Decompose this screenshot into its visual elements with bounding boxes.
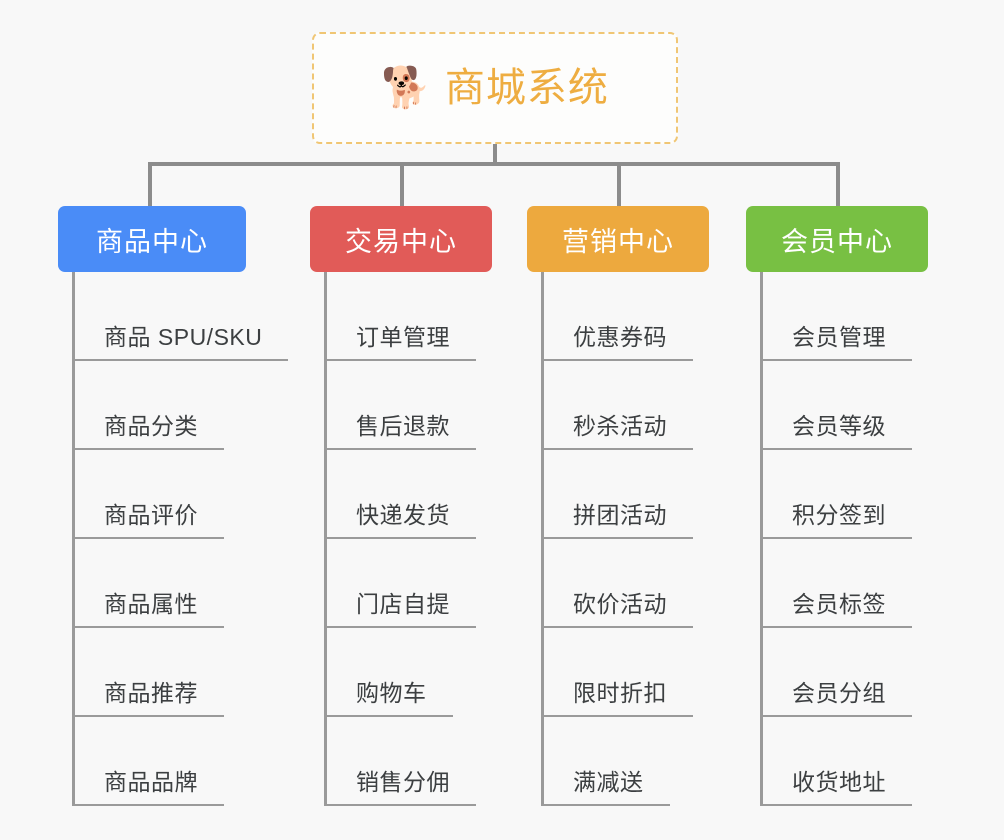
leaf-item[interactable]: 门店自提	[324, 539, 476, 628]
leaf-label: 商品推荐	[104, 680, 198, 706]
column-spine	[760, 272, 763, 806]
leaf-item[interactable]: 订单管理	[324, 272, 476, 361]
leaf-item[interactable]: 商品推荐	[72, 628, 288, 717]
column-spine	[72, 272, 75, 806]
leaf-list-marketing-center: 优惠券码 秒杀活动 拼团活动 砍价活动 限时折扣 满减送	[541, 272, 693, 806]
leaf-item[interactable]: 砍价活动	[541, 539, 693, 628]
leaf-label: 销售分佣	[356, 769, 450, 795]
category-label: 会员中心	[781, 226, 893, 257]
leaf-label: 购物车	[356, 680, 427, 706]
leaf-item[interactable]: 会员管理	[760, 272, 912, 361]
leaf-item[interactable]: 会员标签	[760, 539, 912, 628]
leaf-label: 会员等级	[792, 413, 886, 439]
leaf-item[interactable]: 购物车	[324, 628, 476, 717]
leaf-item[interactable]: 销售分佣	[324, 717, 476, 806]
leaf-item[interactable]: 商品品牌	[72, 717, 288, 806]
leaf-label: 订单管理	[356, 324, 450, 350]
leaf-item[interactable]: 售后退款	[324, 361, 476, 450]
leaf-label: 商品品牌	[104, 769, 198, 795]
category-box-member-center[interactable]: 会员中心	[746, 206, 928, 272]
leaf-label: 快递发货	[356, 502, 450, 528]
category-box-product-center[interactable]: 商品中心	[58, 206, 246, 272]
branch-drop-connector-3	[617, 162, 621, 208]
leaf-label: 积分签到	[792, 502, 886, 528]
leaf-item[interactable]: 积分签到	[760, 450, 912, 539]
category-label: 营销中心	[562, 226, 674, 257]
leaf-label: 会员管理	[792, 324, 886, 350]
leaf-list-trade-center: 订单管理 售后退款 快递发货 门店自提 购物车 销售分佣	[324, 272, 476, 806]
leaf-label: 满减送	[573, 769, 644, 795]
leaf-item[interactable]: 商品 SPU/SKU	[72, 272, 289, 361]
branch-product-center: 商品中心 商品 SPU/SKU 商品分类 商品评价 商品属性 商品推荐 商品品牌	[58, 206, 289, 806]
leaf-label: 商品属性	[104, 591, 198, 617]
branch-marketing-center: 营销中心 优惠券码 秒杀活动 拼团活动 砍价活动 限时折扣 满减送	[527, 206, 709, 806]
leaf-label: 商品 SPU/SKU	[104, 324, 263, 350]
branch-member-center: 会员中心 会员管理 会员等级 积分签到 会员标签 会员分组 收货地址	[746, 206, 928, 806]
leaf-item[interactable]: 满减送	[541, 717, 693, 806]
leaf-item[interactable]: 快递发货	[324, 450, 476, 539]
leaf-label: 会员分组	[792, 680, 886, 706]
leaf-item[interactable]: 商品属性	[72, 539, 288, 628]
branch-drop-connector-2	[400, 162, 404, 208]
leaf-item[interactable]: 会员分组	[760, 628, 912, 717]
leaf-label: 拼团活动	[573, 502, 667, 528]
root-stem-connector	[493, 144, 497, 164]
leaf-label: 门店自提	[356, 591, 450, 617]
leaf-item[interactable]: 会员等级	[760, 361, 912, 450]
category-label: 交易中心	[345, 226, 457, 257]
leaf-label: 商品评价	[104, 502, 198, 528]
leaf-label: 砍价活动	[573, 591, 667, 617]
leaf-item[interactable]: 限时折扣	[541, 628, 693, 717]
leaf-item[interactable]: 拼团活动	[541, 450, 693, 539]
leaf-label: 秒杀活动	[573, 413, 667, 439]
root-title: 商城系统	[444, 66, 609, 110]
column-spine	[541, 272, 544, 806]
leaf-label: 收货地址	[792, 769, 886, 795]
branch-trade-center: 交易中心 订单管理 售后退款 快递发货 门店自提 购物车 销售分佣	[310, 206, 492, 806]
leaf-label: 商品分类	[104, 413, 198, 439]
leaf-item[interactable]: 商品评价	[72, 450, 288, 539]
column-spine	[324, 272, 327, 806]
shiba-inu-dog-face-icon: 🐕	[381, 66, 431, 110]
category-box-trade-center[interactable]: 交易中心	[310, 206, 492, 272]
leaf-label: 优惠券码	[573, 324, 667, 350]
leaf-item[interactable]: 收货地址	[760, 717, 912, 806]
horizontal-bus-connector	[148, 162, 840, 166]
leaf-label: 售后退款	[356, 413, 450, 439]
leaf-item[interactable]: 优惠券码	[541, 272, 693, 361]
category-label: 商品中心	[96, 226, 208, 257]
leaf-item[interactable]: 商品分类	[72, 361, 288, 450]
root-node[interactable]: 🐕 商城系统	[312, 32, 678, 144]
leaf-item[interactable]: 秒杀活动	[541, 361, 693, 450]
branch-drop-connector-1	[148, 162, 152, 208]
leaf-list-product-center: 商品 SPU/SKU 商品分类 商品评价 商品属性 商品推荐 商品品牌	[72, 272, 289, 806]
category-box-marketing-center[interactable]: 营销中心	[527, 206, 709, 272]
branch-drop-connector-4	[836, 162, 840, 208]
leaf-list-member-center: 会员管理 会员等级 积分签到 会员标签 会员分组 收货地址	[760, 272, 912, 806]
leaf-label: 限时折扣	[573, 680, 667, 706]
leaf-label: 会员标签	[792, 591, 886, 617]
